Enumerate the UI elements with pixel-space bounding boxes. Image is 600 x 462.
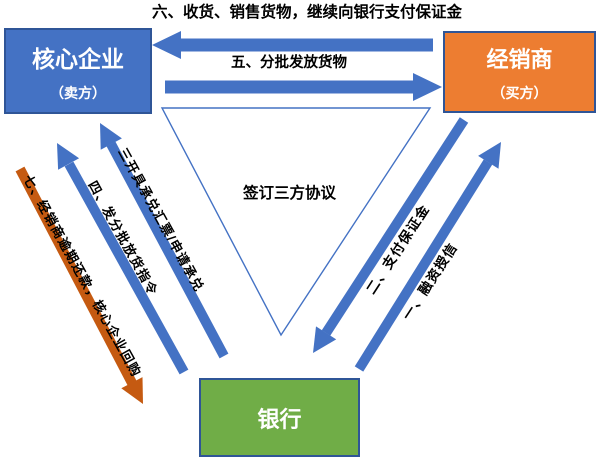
arrow-release-instruction (57, 143, 189, 375)
arrow-dispatch-goods (165, 73, 442, 101)
arrow-buyback (15, 166, 143, 404)
node-core-subtitle: （卖方） (50, 84, 106, 101)
node-dealer: 经销商 （买方） (443, 31, 596, 113)
arrow-financing-credit (354, 142, 501, 372)
triangle-agreement (160, 107, 432, 337)
arrow-receive-goods (152, 31, 433, 59)
node-core-enterprise: 核心企业 （卖方） (4, 28, 152, 114)
node-dealer-title: 经销商 (486, 46, 553, 72)
label-step5-dispatch-goods: 五、分批发放货物 (231, 55, 347, 71)
arrow-pay-deposit (313, 117, 469, 353)
node-bank-title: 银行 (257, 406, 302, 432)
node-bank: 银行 (199, 378, 360, 457)
arrow-acceptance-bill (100, 123, 229, 359)
node-core-title: 核心企业 (32, 45, 124, 72)
label-tripartite-agreement: 签订三方协议 (243, 185, 337, 202)
node-dealer-subtitle: （买方） (491, 84, 548, 101)
label-step6-receive-goods: 六、收货、销售货物，继续向银行支付保证金 (152, 4, 463, 21)
